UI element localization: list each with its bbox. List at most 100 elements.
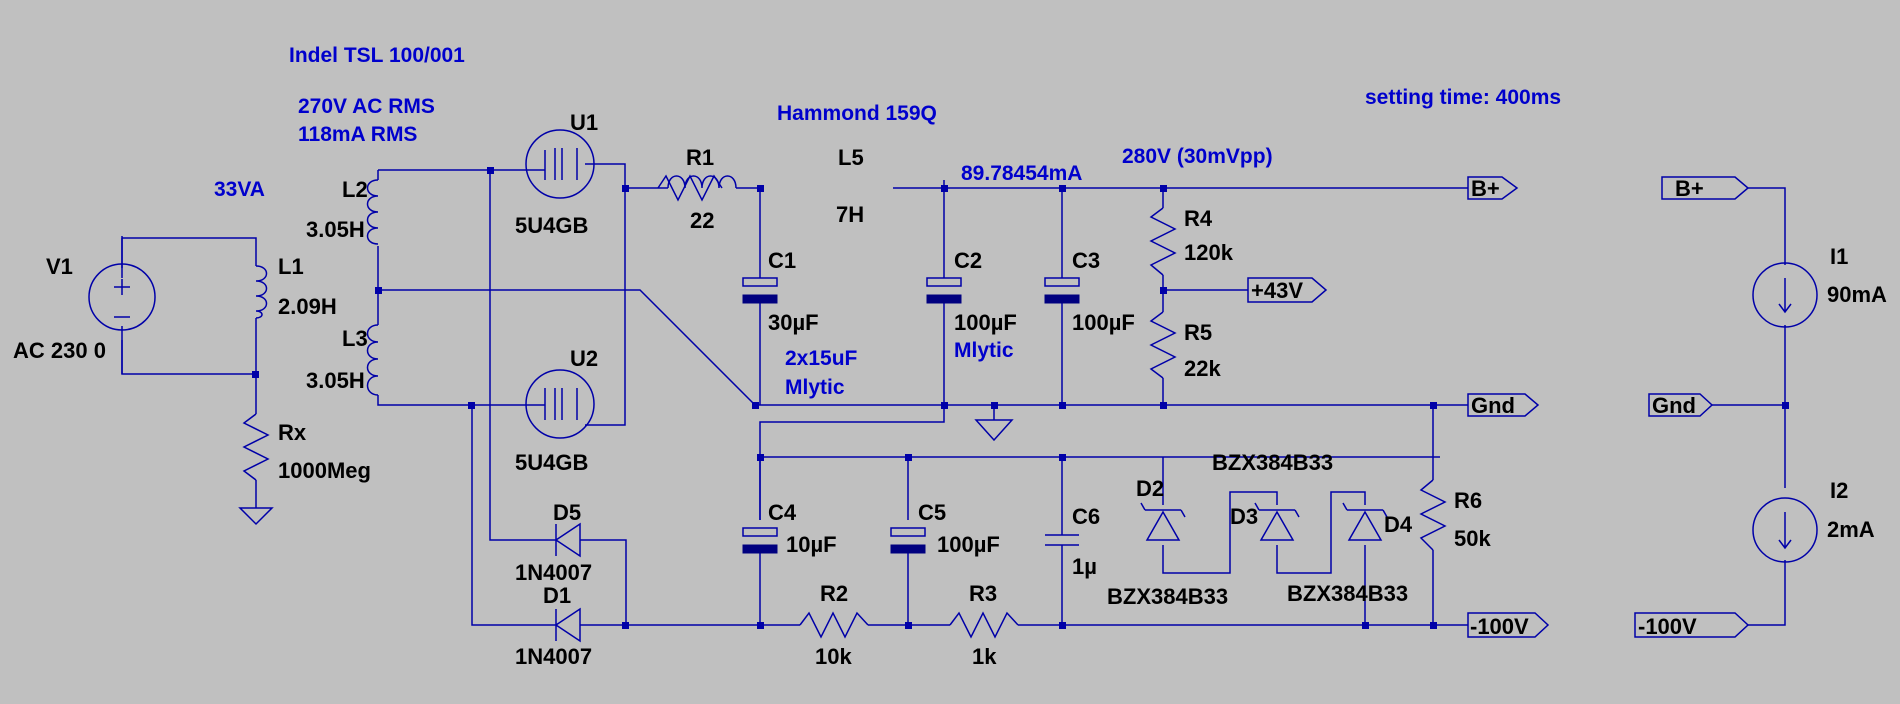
capacitor-c1[interactable]: [742, 277, 778, 304]
inductor-l5[interactable]: [667, 175, 737, 189]
resistor-r5[interactable]: [1149, 311, 1177, 379]
junctions: [252, 167, 1789, 629]
tube-u1[interactable]: [525, 129, 595, 199]
label-r4-name: R4: [1184, 206, 1213, 231]
note-secondary-voltage: 270V AC RMS: [298, 95, 435, 118]
label-l1-name: L1: [278, 254, 304, 279]
flag-minus100-right[interactable]: -100V: [1634, 612, 1750, 639]
label-l5-value: 7H: [836, 202, 864, 227]
label-i1-name: I1: [1830, 244, 1848, 269]
label-c6-name: C6: [1072, 504, 1100, 529]
label-r3-value: 1k: [972, 644, 997, 669]
label-r5-value: 22k: [1184, 356, 1221, 381]
label-c4-value: 10µF: [786, 532, 837, 557]
capacitor-c2[interactable]: [926, 277, 962, 304]
diode-d1[interactable]: [545, 607, 590, 643]
label-c3-value: 100µF: [1072, 310, 1135, 335]
label-v1-name: V1: [46, 254, 73, 279]
flag-minus100[interactable]: -100V: [1467, 612, 1550, 639]
resistor-r6[interactable]: [1419, 479, 1447, 551]
label-d1-value: 1N4007: [515, 644, 592, 669]
label-d2-value: BZX384B33: [1107, 584, 1228, 609]
flag-bplus-right[interactable]: B+: [1661, 176, 1750, 201]
note-transformer: Indel TSL 100/001: [289, 44, 465, 67]
label-c5-name: C5: [918, 500, 946, 525]
label-c6-value: 1µ: [1072, 554, 1097, 579]
capacitor-c4[interactable]: [742, 527, 778, 554]
label-r4-value: 120k: [1184, 240, 1234, 265]
label-u2-value: 5U4GB: [515, 450, 588, 475]
svg-text:Gnd: Gnd: [1652, 393, 1696, 418]
zener-d2[interactable]: [1140, 502, 1186, 541]
resistor-r2[interactable]: [799, 611, 869, 639]
label-u1-name: U1: [570, 110, 598, 135]
label-l3-value: 3.05H: [306, 368, 365, 393]
label-i1-value: 90mA: [1827, 282, 1887, 307]
label-c3-name: C3: [1072, 248, 1100, 273]
label-d3-value: BZX384B33: [1212, 450, 1333, 475]
note-cap-3: Mlytic: [954, 339, 1014, 362]
resistor-r4[interactable]: [1149, 207, 1177, 276]
label-rx-value: 1000Meg: [278, 458, 371, 483]
inductor-l2[interactable]: [366, 179, 379, 245]
label-v1-value: AC 230 0: [13, 338, 106, 363]
annotations: Indel TSL 100/001 270V AC RMS 118mA RMS …: [214, 44, 1561, 399]
note-secondary-current: 118mA RMS: [298, 123, 417, 146]
note-cap-2: Mlytic: [785, 376, 845, 399]
flag-plus43[interactable]: +43V: [1247, 277, 1328, 303]
svg-text:-100V: -100V: [1638, 614, 1697, 639]
label-d3-name: D3: [1230, 504, 1258, 529]
tube-u2[interactable]: [525, 369, 595, 439]
flag-gnd-right[interactable]: Gnd: [1648, 393, 1714, 418]
note-cap-1: 2x15uF: [785, 347, 858, 370]
diode-d5[interactable]: [545, 522, 590, 558]
svg-text:+43V: +43V: [1251, 278, 1303, 303]
label-c1-name: C1: [768, 248, 796, 273]
note-choke: Hammond 159Q: [777, 102, 937, 125]
svg-text:Gnd: Gnd: [1471, 393, 1515, 418]
current-source-i2[interactable]: [1752, 497, 1818, 563]
zener-d4[interactable]: [1342, 502, 1388, 541]
label-c1-value: 30µF: [768, 310, 819, 335]
label-c2-name: C2: [954, 248, 982, 273]
label-l2-name: L2: [342, 177, 368, 202]
svg-text:B+: B+: [1471, 176, 1500, 201]
ground-symbol-rx: [238, 507, 274, 526]
note-va: 33VA: [214, 178, 265, 201]
resistor-r1[interactable]: [657, 174, 723, 202]
label-c4-name: C4: [768, 500, 797, 525]
label-l3-name: L3: [342, 326, 368, 351]
label-d1-name: D1: [543, 583, 571, 608]
ground-symbol-main: [974, 419, 1014, 442]
resistor-r3[interactable]: [949, 611, 1019, 639]
label-c2-value: 100µF: [954, 310, 1017, 335]
current-source-i1[interactable]: [1752, 262, 1818, 328]
note-current: 89.78454mA: [961, 162, 1082, 185]
label-rx-name: Rx: [278, 420, 307, 445]
label-r6-name: R6: [1454, 488, 1482, 513]
label-r3-name: R3: [969, 581, 997, 606]
v1-source[interactable]: [88, 263, 156, 331]
flag-gnd[interactable]: Gnd: [1467, 393, 1540, 418]
label-d4-value: BZX384B33: [1287, 581, 1408, 606]
label-u1-value: 5U4GB: [515, 213, 588, 238]
label-u2-name: U2: [570, 346, 598, 371]
label-d5-name: D5: [553, 500, 581, 525]
inductor-l3[interactable]: [366, 324, 379, 396]
capacitor-c5[interactable]: [890, 527, 926, 554]
label-r2-name: R2: [820, 581, 848, 606]
label-r1-name: R1: [686, 145, 714, 170]
inductor-l1[interactable]: [255, 265, 268, 319]
note-output: 280V (30mVpp): [1122, 145, 1273, 168]
note-settling-time: setting time: 400ms: [1365, 86, 1561, 109]
capacitor-c3[interactable]: [1044, 277, 1080, 304]
label-r2-value: 10k: [815, 644, 852, 669]
flag-bplus[interactable]: B+: [1467, 176, 1519, 201]
capacitor-c6[interactable]: [1045, 525, 1079, 550]
resistor-rx[interactable]: [242, 413, 270, 481]
label-l5-name: L5: [838, 145, 864, 170]
svg-text:-100V: -100V: [1470, 614, 1529, 639]
svg-text:B+: B+: [1675, 176, 1704, 201]
zener-d3[interactable]: [1254, 502, 1300, 541]
